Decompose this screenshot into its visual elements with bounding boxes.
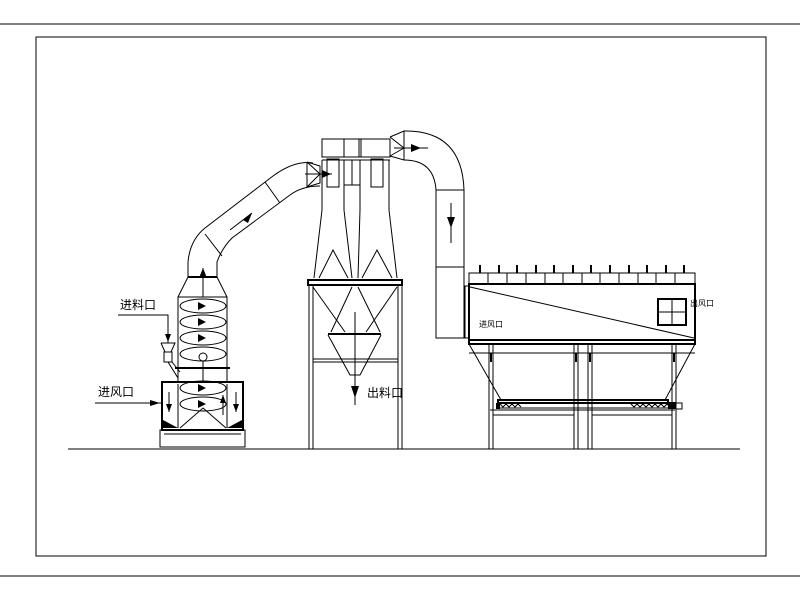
- feed-inlet-label: 进料口: [120, 298, 157, 312]
- dryer-air-outlet-label: 出风口: [690, 299, 714, 308]
- arrow-up-icon: [199, 268, 207, 278]
- top-bolts: [479, 265, 685, 273]
- arrow-down-icon: [165, 334, 171, 342]
- arrow-down-icon: [351, 386, 359, 398]
- spiral-airflow: [179, 298, 227, 412]
- arrow-right-icon: [150, 400, 160, 406]
- flash-dryer: [95, 161, 332, 448]
- box-dryer: [464, 265, 696, 449]
- drawing-frame: [0, 23, 800, 577]
- discharge-outlet-label: 出料口: [367, 386, 404, 400]
- support-legs: [488, 344, 677, 449]
- air-inlet-label: 进风口: [98, 385, 135, 399]
- cyclone-separators: [307, 130, 465, 449]
- dryer-air-inlet-label: 进风口: [479, 320, 503, 329]
